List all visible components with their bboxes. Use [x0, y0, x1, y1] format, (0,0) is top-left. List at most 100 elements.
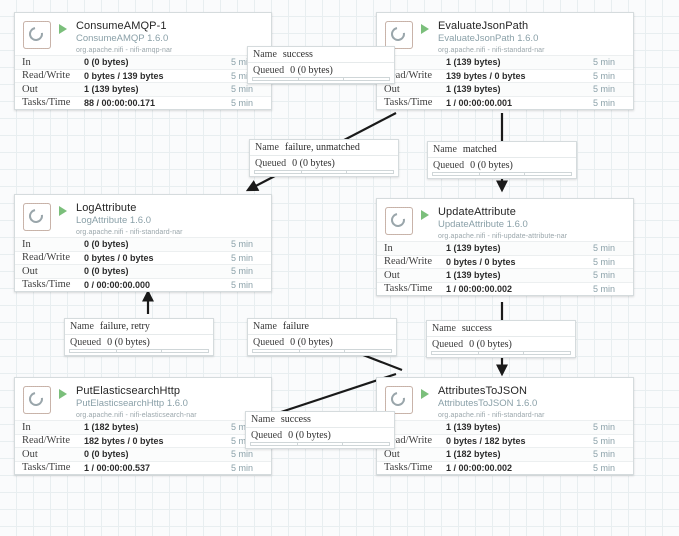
- processor-name: ConsumeAMQP-1: [76, 20, 167, 32]
- stat-period: 5 min: [231, 57, 254, 68]
- stat-period: 5 min: [593, 256, 616, 267]
- stat-value-out: 1 (139 bytes): [446, 270, 501, 281]
- stat-period: 5 min: [593, 462, 616, 473]
- stat-row: Read/Write 0 bytes / 139 bytes 5 min: [15, 68, 271, 82]
- processor-name: PutElasticsearchHttp: [76, 385, 181, 397]
- connection-name-value: failure: [282, 321, 309, 332]
- connection-name-value: success: [282, 49, 313, 60]
- processor-bundle: org.apache.nifi - nifi-standard-nar: [76, 228, 183, 236]
- stat-period: 5 min: [593, 84, 616, 95]
- stat-period: 5 min: [231, 252, 254, 263]
- stat-period: 5 min: [593, 243, 616, 254]
- run-status-play-icon[interactable]: [421, 389, 429, 399]
- connection-queued-key: Queued: [253, 64, 285, 76]
- connection-queued-row: Queued 0 (0 bytes): [428, 157, 576, 172]
- connection-queue-bar: [431, 351, 571, 355]
- connection-label-failure[interactable]: Name failure Queued 0 (0 bytes): [247, 318, 397, 356]
- connection-queued-row: Queued 0 (0 bytes): [248, 334, 396, 349]
- stat-period: 5 min: [593, 57, 616, 68]
- connection-name-key: Name: [253, 49, 277, 60]
- connection-name-key: Name: [253, 321, 277, 332]
- processor-type: UpdateAttribute 1.6.0: [438, 218, 528, 230]
- connection-queued-key: Queued: [251, 429, 283, 441]
- processor-header: UpdateAttribute UpdateAttribute 1.6.0 or…: [377, 199, 633, 241]
- connection-queued-key: Queued: [255, 157, 287, 169]
- processor-put-elasticsearch-http[interactable]: PutElasticsearchHttp PutElasticsearchHtt…: [14, 377, 272, 475]
- stat-period: 5 min: [593, 270, 616, 281]
- stat-value-tasks-time: 1 / 00:00:00.001: [446, 97, 513, 108]
- run-status-play-icon[interactable]: [421, 24, 429, 34]
- connection-name-row: Name failure, retry: [65, 319, 213, 334]
- connection-label-matched[interactable]: Name matched Queued 0 (0 bytes): [427, 141, 577, 179]
- stat-row: Tasks/Time 0 / 00:00:00.000 5 min: [15, 277, 271, 291]
- processor-icon: [385, 386, 413, 414]
- connection-label-success-attr[interactable]: Name success Queued 0 (0 bytes): [245, 411, 395, 449]
- processor-header: ConsumeAMQP-1 ConsumeAMQP 1.6.0 org.apac…: [15, 13, 271, 55]
- stat-row: Tasks/Time 1 / 00:00:00.537 5 min: [15, 460, 271, 474]
- processor-log-attribute[interactable]: LogAttribute LogAttribute 1.6.0 org.apac…: [14, 194, 272, 292]
- run-status-play-icon[interactable]: [59, 389, 67, 399]
- connection-name-value: failure, retry: [99, 321, 150, 332]
- stat-value-in: 1 (139 bytes): [446, 243, 501, 254]
- connection-name-key: Name: [255, 142, 279, 153]
- run-status-play-icon[interactable]: [59, 24, 67, 34]
- connection-queued-row: Queued 0 (0 bytes): [248, 62, 394, 77]
- stat-label-tasks-time: Tasks/Time: [384, 462, 433, 474]
- connection-queue-bar: [252, 349, 392, 353]
- stat-period: 5 min: [593, 435, 616, 446]
- processor-type: ConsumeAMQP 1.6.0: [76, 32, 169, 44]
- connection-queued-row: Queued 0 (0 bytes): [427, 336, 575, 351]
- connection-queue-bar: [432, 172, 572, 176]
- stat-label-out: Out: [22, 83, 38, 95]
- connection-label-success-update[interactable]: Name success Queued 0 (0 bytes): [426, 320, 576, 358]
- stat-period: 5 min: [231, 239, 254, 250]
- stat-row: In 0 (0 bytes) 5 min: [15, 55, 271, 69]
- connection-name-row: Name success: [427, 321, 575, 336]
- processor-icon: [385, 21, 413, 49]
- stat-row: Out 0 (0 bytes) 5 min: [15, 264, 271, 278]
- connection-name-row: Name failure: [248, 319, 396, 334]
- stat-value-in: 1 (182 bytes): [84, 422, 139, 433]
- connection-name-key: Name: [70, 321, 94, 332]
- stat-row: In 1 (182 bytes) 5 min: [15, 420, 271, 434]
- stat-label-read-write: Read/Write: [22, 435, 70, 447]
- stat-row: Out 1 (139 bytes) 5 min: [377, 82, 633, 96]
- stat-label-read-write: Read/Write: [384, 435, 432, 447]
- stat-label-tasks-time: Tasks/Time: [384, 283, 433, 295]
- connection-name-row: Name success: [246, 412, 394, 427]
- connection-label-success-amqp[interactable]: Name success Queued 0 (0 bytes): [247, 46, 395, 84]
- connection-queued-row: Queued 0 (0 bytes): [65, 334, 213, 349]
- stat-label-tasks-time: Tasks/Time: [22, 462, 71, 474]
- run-status-play-icon[interactable]: [59, 206, 67, 216]
- connection-name-value: failure, unmatched: [284, 142, 360, 153]
- processor-evaluate-json-path[interactable]: EvaluateJsonPath EvaluateJsonPath 1.6.0 …: [376, 12, 634, 110]
- stat-value-read-write: 0 bytes / 139 bytes: [84, 70, 164, 81]
- connection-label-failure-retry[interactable]: Name failure, retry Queued 0 (0 bytes): [64, 318, 214, 356]
- connection-name-row: Name failure, unmatched: [250, 140, 398, 155]
- stat-value-read-write: 0 bytes / 0 bytes: [84, 252, 154, 263]
- stat-row: Out 1 (182 bytes) 5 min: [377, 447, 633, 461]
- connection-queued-value: 0 (0 bytes): [469, 338, 512, 350]
- connection-queue-bar: [252, 77, 390, 81]
- connection-label-failure-unmatched[interactable]: Name failure, unmatched Queued 0 (0 byte…: [249, 139, 399, 177]
- processor-update-attribute[interactable]: UpdateAttribute UpdateAttribute 1.6.0 or…: [376, 198, 634, 296]
- connection-queued-key: Queued: [432, 338, 464, 350]
- connection-name-value: success: [280, 414, 311, 425]
- run-status-play-icon[interactable]: [421, 210, 429, 220]
- connection-queue-bar: [69, 349, 209, 353]
- stat-label-in: In: [384, 242, 393, 254]
- processor-consume-amqp-1[interactable]: ConsumeAMQP-1 ConsumeAMQP 1.6.0 org.apac…: [14, 12, 272, 110]
- stat-label-out: Out: [22, 448, 38, 460]
- stat-row: In 1 (139 bytes) 5 min: [377, 420, 633, 434]
- stat-period: 5 min: [231, 266, 254, 277]
- stat-value-in: 1 (139 bytes): [446, 57, 501, 68]
- stat-value-tasks-time: 1 / 00:00:00.002: [446, 462, 513, 473]
- stat-row: Tasks/Time 1 / 00:00:00.001 5 min: [377, 95, 633, 109]
- processor-type: AttributesToJSON 1.6.0: [438, 397, 538, 409]
- stat-row: Tasks/Time 88 / 00:00:00.171 5 min: [15, 95, 271, 109]
- stat-label-in: In: [22, 238, 31, 250]
- processor-attributes-to-json[interactable]: AttributesToJSON AttributesToJSON 1.6.0 …: [376, 377, 634, 475]
- processor-type: EvaluateJsonPath 1.6.0: [438, 32, 539, 44]
- connection-name-key: Name: [251, 414, 275, 425]
